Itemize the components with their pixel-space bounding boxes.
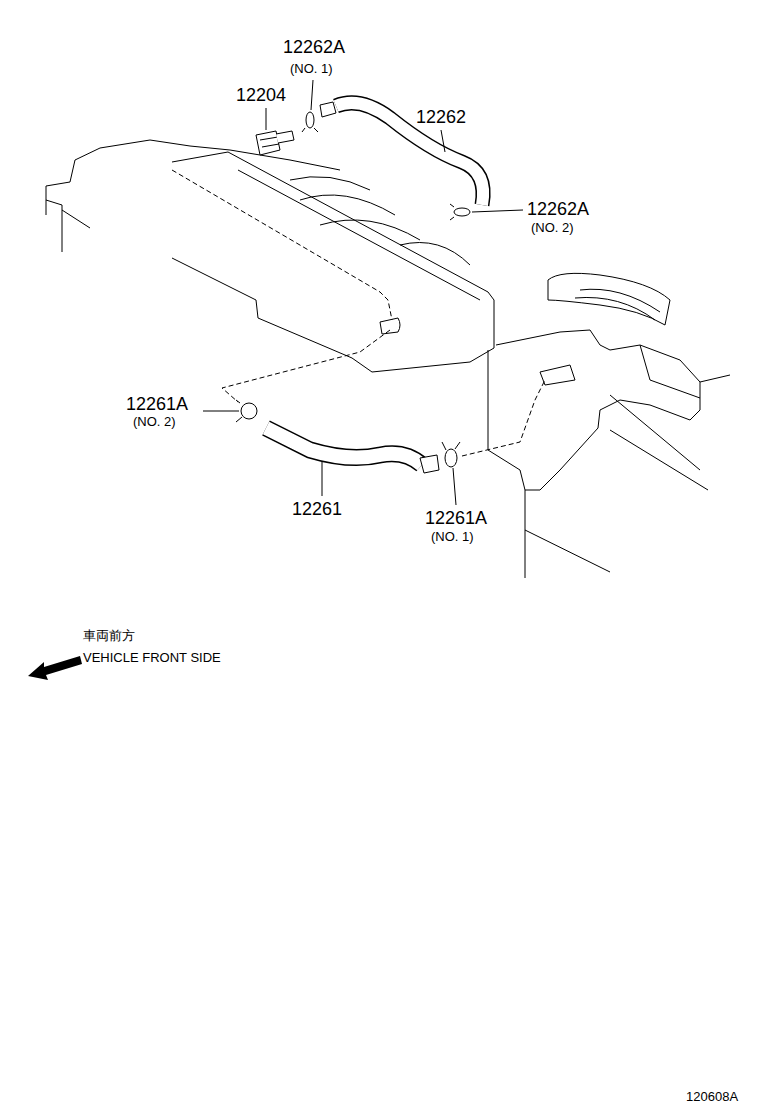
dashed-route (222, 330, 390, 402)
clamp (302, 128, 318, 132)
clamp (442, 442, 460, 450)
leader-line (322, 462, 323, 496)
intake-tube (640, 345, 730, 398)
engine-outline (62, 210, 90, 228)
leader-line (311, 80, 313, 110)
note-label: (NO. 2) (531, 221, 574, 234)
intake-tube (575, 289, 660, 320)
leader-line (203, 411, 239, 412)
head-cover-hidden (172, 170, 392, 320)
callout-number: 12204 (236, 86, 286, 104)
clamp (450, 204, 454, 220)
pcv-valve (256, 131, 294, 155)
leader-line (266, 108, 267, 130)
engine-outline (46, 200, 62, 252)
leader-line (441, 130, 445, 152)
hose (266, 428, 422, 465)
hose (336, 103, 483, 205)
clamp (454, 208, 470, 216)
callout-number: 12261 (292, 500, 342, 518)
leader-line (453, 468, 456, 505)
clamp (241, 403, 257, 419)
head-ribs (290, 177, 470, 265)
note-label: (NO. 1) (290, 62, 333, 75)
note-label: VEHICLE FRONT SIDE (83, 651, 221, 664)
note-label: (NO. 1) (431, 530, 474, 543)
callout-number: 12262A (283, 38, 345, 56)
engine-outline (525, 395, 708, 572)
clamp (306, 112, 314, 128)
hose-end (320, 102, 336, 117)
figure-number: 120608A (686, 1090, 738, 1103)
callout-number: 12261A (126, 395, 188, 413)
intake-outline (488, 350, 525, 578)
note-label: 車両前方 (83, 629, 135, 642)
callout-number: 12262A (527, 200, 589, 218)
head-cover-edge (238, 170, 480, 300)
nipple (380, 318, 400, 334)
head-cover (172, 152, 494, 372)
hose (266, 428, 422, 465)
note-label: (NO. 2) (133, 415, 176, 428)
dashed-route (462, 380, 545, 456)
clamp (445, 449, 457, 467)
fitting (540, 365, 575, 385)
front-arrow (28, 656, 82, 680)
hose (336, 103, 483, 205)
hose-end (420, 455, 439, 473)
leader-line (472, 210, 523, 212)
intake-tube (548, 273, 670, 325)
engine-outline (46, 140, 340, 215)
callout-number: 12262 (416, 108, 466, 126)
callout-number: 12261A (425, 509, 487, 527)
